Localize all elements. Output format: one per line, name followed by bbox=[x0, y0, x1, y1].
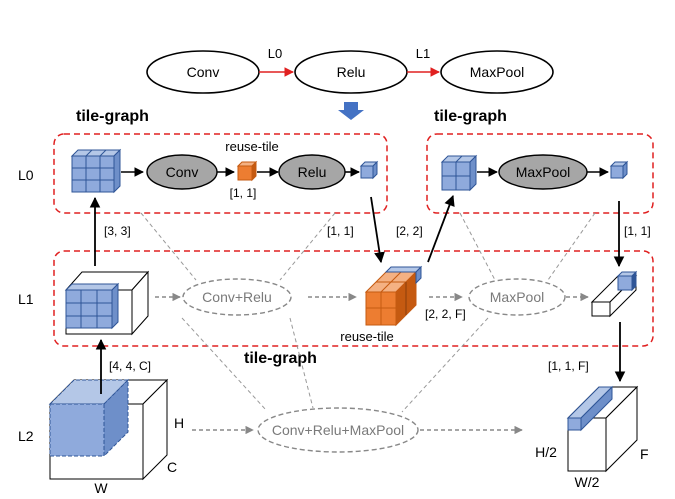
l0-input-tile-2x2 bbox=[440, 154, 478, 192]
tile-graph-label-l1: tile-graph bbox=[244, 350, 317, 367]
l1-node-conv-relu-label: Conv+Relu bbox=[202, 289, 272, 305]
tile-shape-l0-to-l1-mid: [1, 1] bbox=[327, 224, 354, 238]
l0-node-conv-label: Conv bbox=[166, 164, 199, 180]
l0-node-maxpool-label: MaxPool bbox=[516, 164, 570, 180]
l0-output-tile-left bbox=[359, 160, 379, 180]
l2-node-fused bbox=[257, 407, 419, 453]
l2-input-dim-h: H bbox=[174, 415, 184, 431]
l1-box bbox=[53, 250, 654, 347]
arrow-l0-to-l1-mid bbox=[370, 196, 385, 264]
l2-level: W H C Conv+Relu+MaxPool H/2 W/2 F bbox=[48, 378, 649, 496]
l2-output-dim-h: H/2 bbox=[535, 444, 557, 460]
arrow-l1-to-l0-right bbox=[427, 194, 455, 263]
tiling-arrows: [3, 3] [1, 1] [2, 2] [1, 1] [4, 4, C] [1… bbox=[89, 194, 651, 394]
l0-tile-graph-right: MaxPool bbox=[426, 133, 654, 214]
l1-reuse-tile-stack bbox=[364, 265, 423, 327]
l1-node-maxpool-label: MaxPool bbox=[490, 289, 544, 305]
l2-output-dim-f: F bbox=[640, 446, 649, 462]
l0-input-tile-3x3 bbox=[70, 148, 122, 194]
tile-shape-l1-to-l0-right: [2, 2] bbox=[396, 224, 423, 238]
pipeline-node-relu-label: Relu bbox=[337, 64, 366, 80]
l0-output-tile-right bbox=[609, 160, 629, 180]
pipeline-down-arrow-icon bbox=[338, 102, 364, 120]
l0-tile-graph-left: reuse-tile Conv [1, 1] Relu bbox=[53, 133, 388, 214]
level-label-l0: L0 bbox=[18, 167, 34, 183]
l1-node-maxpool bbox=[468, 278, 566, 316]
l2-output-dim-w: W/2 bbox=[575, 474, 600, 490]
pipeline: Conv Relu MaxPool L0 L1 bbox=[146, 46, 554, 120]
l1-tile-size-reuse: [2, 2, F] bbox=[425, 307, 466, 321]
tile-shape-l1-to-l2-out: [1, 1, F] bbox=[548, 359, 589, 373]
tile-shape-l2-to-l1: [4, 4, C] bbox=[109, 359, 151, 373]
l1-reuse-tile-label: reuse-tile bbox=[340, 329, 393, 344]
l1-output-column bbox=[590, 270, 638, 318]
l2-input-dim-w: W bbox=[94, 480, 108, 496]
l1-tile-graph: Conv+Relu [2, 2, F] reuse-tile MaxPool bbox=[53, 250, 654, 347]
level-label-l2: L2 bbox=[18, 428, 34, 444]
l1-node-conv-relu bbox=[182, 278, 292, 316]
l0-tile-size-conv: [1, 1] bbox=[230, 186, 257, 200]
l0-node-relu-label: Relu bbox=[298, 164, 327, 180]
l2-input-dim-c: C bbox=[167, 459, 177, 475]
tile-shape-l1-to-l0-left: [3, 3] bbox=[104, 224, 131, 238]
pipeline-node-maxpool bbox=[440, 50, 554, 94]
pipeline-node-maxpool-label: MaxPool bbox=[470, 64, 524, 80]
tile-shape-l0-to-l1-right: [1, 1] bbox=[624, 224, 651, 238]
tile-graph-label-l0-left: tile-graph bbox=[76, 108, 149, 125]
l2-node-fused-label: Conv+Relu+MaxPool bbox=[272, 422, 404, 438]
projection-lines bbox=[140, 212, 596, 413]
tile-graph-label-l0-right: tile-graph bbox=[434, 108, 507, 125]
l1-input-block bbox=[64, 270, 150, 336]
pipeline-edge-l0-label: L0 bbox=[268, 46, 282, 61]
l0-right-box bbox=[426, 133, 654, 214]
l0-reuse-tile bbox=[236, 160, 258, 182]
pipeline-edge-l1-label: L1 bbox=[416, 46, 430, 61]
l0-left-box bbox=[53, 133, 388, 214]
l0-reuse-tile-label: reuse-tile bbox=[225, 139, 278, 154]
l2-output-volume bbox=[566, 385, 639, 473]
pipeline-node-conv-label: Conv bbox=[187, 64, 220, 80]
level-label-l1: L1 bbox=[18, 291, 34, 307]
l2-input-volume bbox=[48, 378, 169, 481]
